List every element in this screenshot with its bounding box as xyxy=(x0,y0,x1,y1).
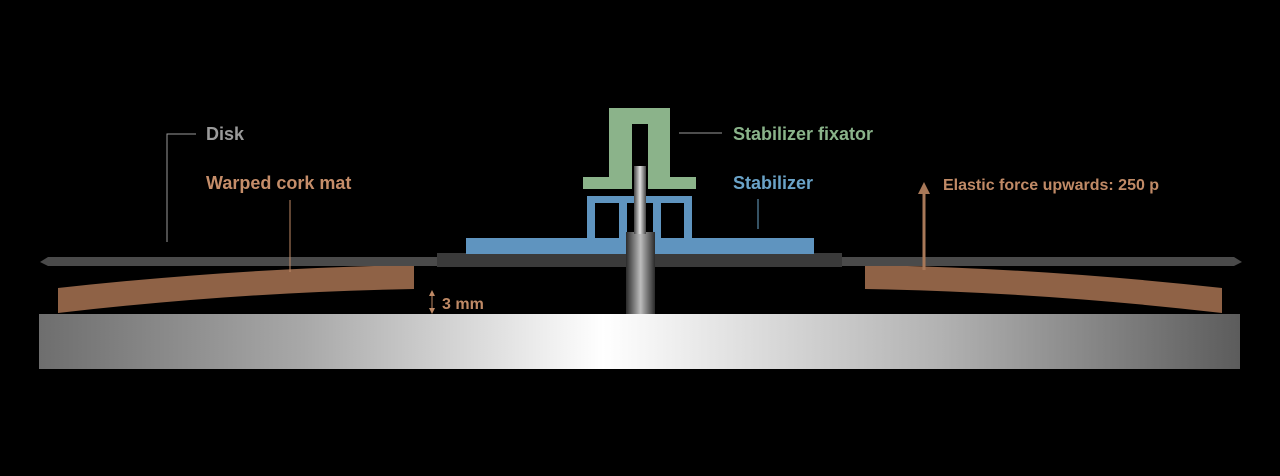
double-arrow-vertical-icon xyxy=(429,290,435,314)
cork-mat-left xyxy=(58,265,414,313)
fixator-slot xyxy=(632,124,648,166)
cork-mat-right xyxy=(865,265,1222,313)
platter xyxy=(39,314,1240,369)
stabilizer-label: Stabilizer xyxy=(733,173,813,193)
spindle-thread xyxy=(634,166,646,189)
fixator xyxy=(583,108,696,189)
fixator-label: Stabilizer fixator xyxy=(733,124,873,144)
cork-mat-label: Warped cork mat xyxy=(206,173,351,193)
disk-leader-line xyxy=(166,133,196,242)
disk-left xyxy=(40,257,438,266)
gap-label: 3 mm xyxy=(442,296,484,313)
disk-label: Disk xyxy=(206,124,245,144)
arrow-up-icon xyxy=(918,182,930,270)
spindle-thick xyxy=(626,232,655,314)
force-label: Elastic force upwards: 250 p xyxy=(943,177,1159,194)
disk-right xyxy=(842,257,1242,266)
